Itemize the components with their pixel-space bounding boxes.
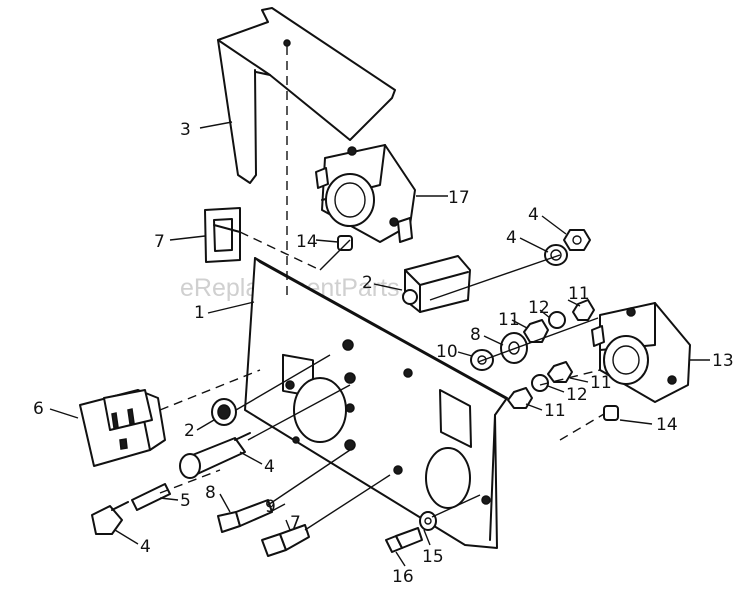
callout-label: 7	[154, 232, 165, 252]
part-8-bolt	[217, 499, 273, 533]
part-11-nut-b	[523, 319, 549, 343]
callout-label: 4	[528, 205, 539, 225]
part-14-bushing-upper	[337, 235, 353, 251]
callout-label: 8	[470, 325, 481, 345]
part-6-outlet	[79, 389, 166, 467]
part-4-fuse-holder	[179, 432, 251, 479]
part-13-receptacle	[591, 302, 691, 403]
part-16-screw	[385, 527, 423, 553]
part-4-washer-upper	[544, 244, 568, 266]
part-11-nut-d	[507, 387, 533, 409]
part-15-washer	[419, 511, 437, 531]
part-4-knob	[91, 501, 129, 535]
callout-label: 11	[590, 373, 612, 393]
callout-label: 12	[528, 298, 550, 318]
part-8-bushing-a	[500, 332, 528, 364]
callout-label: 15	[422, 547, 444, 567]
assembly-lines	[159, 46, 605, 531]
callout-label: 10	[436, 342, 458, 362]
callout-label: 5	[180, 491, 191, 511]
callout-label: 11	[498, 310, 520, 330]
part-5-fuse	[131, 483, 171, 511]
part-9-screw	[261, 524, 310, 557]
callout-lines	[49, 121, 710, 567]
callout-label: 2	[184, 421, 195, 441]
callout-label: 14	[296, 232, 318, 252]
callout-label: 4	[140, 537, 151, 557]
part-3-bracket	[217, 7, 396, 184]
callout-label: 6	[33, 399, 44, 419]
callout-label: 17	[448, 188, 470, 208]
part-7-gasket	[204, 207, 241, 263]
callout-label: 14	[656, 415, 678, 435]
part-12-washer-a	[548, 311, 566, 329]
callout-label: 3	[180, 120, 191, 140]
part-1-panel	[244, 257, 508, 549]
part-11-nut-c	[547, 361, 573, 383]
part-2-grommet	[211, 398, 237, 426]
callout-label: 4	[506, 228, 517, 248]
part-2-switch	[402, 255, 471, 313]
part-14-bushing-lower	[603, 405, 619, 421]
callout-labels: 3 17 7 14 4 4 2 1 11 12 11 8 10 13 11 12…	[33, 120, 734, 587]
callout-label: 13	[712, 351, 734, 371]
callout-label: 8	[205, 483, 216, 503]
callout-label: 2	[362, 273, 373, 293]
callout-label: 4	[264, 457, 275, 477]
part-17-receptacle	[315, 144, 416, 243]
callout-label: 7	[290, 513, 301, 533]
callout-label: 16	[392, 567, 414, 587]
callout-label: 9	[265, 497, 276, 517]
part-4-nut-upper	[563, 229, 591, 251]
callout-label: 12	[566, 385, 588, 405]
callout-label: 1	[194, 303, 205, 323]
callout-label: 11	[544, 401, 566, 421]
callout-label: 11	[568, 284, 590, 304]
